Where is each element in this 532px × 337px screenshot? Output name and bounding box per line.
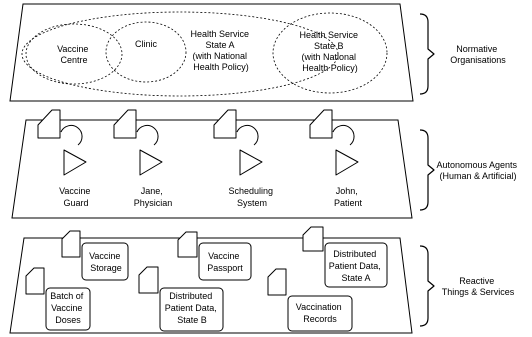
- agent-icon: [113, 109, 163, 176]
- thing-icon: [138, 266, 159, 294]
- thing-icon: [267, 268, 287, 296]
- organisation-label-health-service-b: Health Service State B (with National He…: [299, 30, 360, 73]
- thing-vaccine-storage: [61, 230, 129, 281]
- vaccine-centre-organisation: [25, 23, 123, 85]
- organisation-label-health-service-a: Health Service State A (with National He…: [190, 29, 251, 72]
- agents-plane: [11, 119, 413, 219]
- health-service-b-organisation: [272, 12, 388, 94]
- agent-icon: [37, 109, 87, 176]
- thing-box: [81, 242, 129, 281]
- thing-label-batch-of-vaccine-doses: Batch of Vaccine Doses: [50, 291, 86, 325]
- agent-label-jane-physician: Jane, Physician: [134, 186, 173, 208]
- thing-label-patient-data-state-a: Distributed Patient Data, State A: [329, 249, 384, 283]
- reactive-layer: Vaccine Storage Vaccine Passport Distrib…: [9, 226, 515, 334]
- organisation-group-outline: [21, 11, 339, 97]
- agents-layer-brace: [419, 129, 435, 211]
- thing-label-vaccine-passport: Vaccine Passport: [207, 251, 243, 273]
- agent-vaccine-guard: [37, 109, 87, 176]
- thing-box: [159, 287, 224, 332]
- normative-layer-brace: [419, 13, 435, 95]
- thing-box: [198, 242, 252, 281]
- thing-patient-data-state-a: [302, 226, 388, 288]
- thing-box: [324, 242, 388, 288]
- agent-scheduling-system: [213, 109, 263, 176]
- thing-box: [45, 287, 91, 331]
- agent-jane-physician: [113, 109, 163, 176]
- agent-label-scheduling-system: Scheduling System: [228, 186, 275, 208]
- thing-icon: [61, 230, 81, 258]
- thing-label-vaccination-records: Vaccination Records: [296, 302, 344, 324]
- agent-icon: [309, 109, 359, 176]
- clinic-organisation: [105, 21, 187, 83]
- reactive-layer-label: Reactive Things & Services: [442, 276, 515, 297]
- thing-vaccine-passport: [177, 231, 252, 281]
- thing-label-vaccine-storage: Vaccine Storage: [89, 251, 123, 273]
- thing-batch-of-vaccine-doses: [25, 267, 91, 331]
- agents-layer: Vaccine Guard Jane, Physician Scheduling…: [11, 109, 519, 219]
- thing-icon: [25, 267, 45, 295]
- organisation-label-clinic: Clinic: [135, 39, 158, 49]
- thing-box: [287, 295, 353, 332]
- normative-layer-label: Normative Organisations: [450, 44, 506, 65]
- normative-layer: Vaccine Centre Clinic Health Service Sta…: [9, 3, 506, 102]
- agent-label-john-patient: John, Patient: [334, 186, 363, 208]
- thing-vaccination-records: [267, 268, 353, 332]
- agent-icon: [213, 109, 263, 176]
- thing-icon: [302, 226, 324, 252]
- reactive-layer-brace: [419, 245, 435, 327]
- agent-john-patient: [309, 109, 359, 176]
- agents-layer-label: Autonomous Agents (Human & Artificial): [436, 160, 519, 181]
- thing-patient-data-state-b: [138, 266, 224, 332]
- organisation-label-vaccine-centre: Vaccine Centre: [57, 44, 91, 65]
- thing-icon: [177, 231, 198, 258]
- agent-label-vaccine-guard: Vaccine Guard: [59, 186, 93, 208]
- thing-label-patient-data-state-b: Distributed Patient Data, State B: [165, 291, 220, 325]
